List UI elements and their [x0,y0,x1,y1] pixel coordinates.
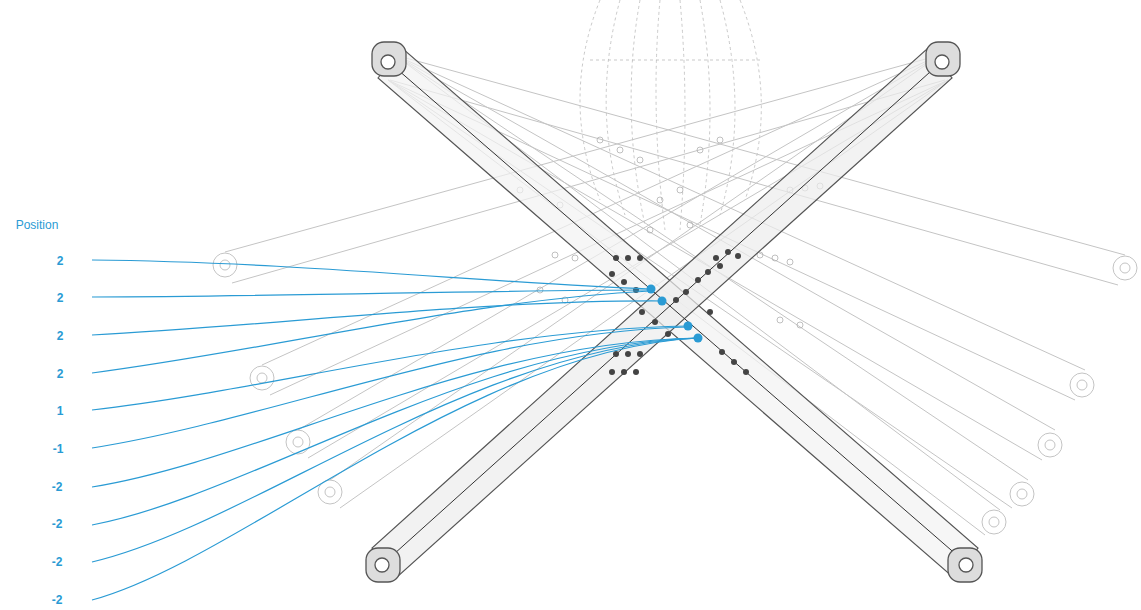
leader-dots [647,285,703,343]
position-value: -1 [52,442,65,456]
construction-arcs [580,0,761,230]
position-value: 2 [56,254,65,268]
scissor-bars [372,48,978,578]
position-value: -2 [51,593,64,607]
position-value: -2 [51,517,64,531]
position-value: 2 [56,291,65,305]
position-value: -2 [51,555,64,569]
axis-title: Position [15,218,60,232]
position-value: -2 [51,480,64,494]
position-value: 1 [56,404,65,418]
position-value: 2 [56,367,65,381]
position-value: 2 [56,329,65,343]
leader-lines [92,260,698,600]
adjustment-holes [609,249,749,375]
